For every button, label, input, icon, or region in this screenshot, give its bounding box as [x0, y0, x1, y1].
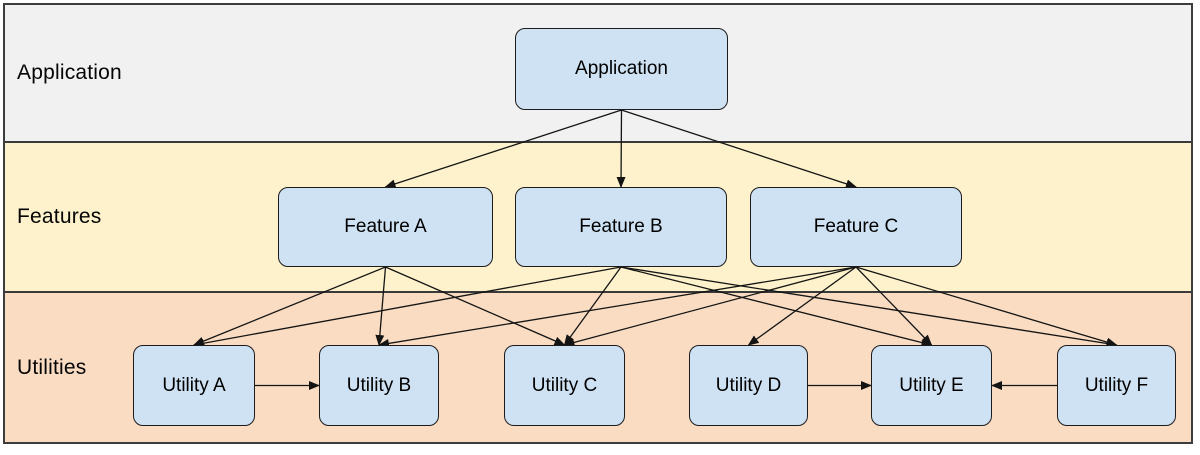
band-label-utilities: Utilities: [17, 355, 87, 379]
band-label-application: Application: [17, 61, 122, 84]
band-utilities: Utilities: [5, 293, 1191, 442]
band-application: Application: [5, 5, 1191, 143]
band-features: Features: [5, 143, 1191, 293]
band-label-features: Features: [17, 205, 102, 228]
